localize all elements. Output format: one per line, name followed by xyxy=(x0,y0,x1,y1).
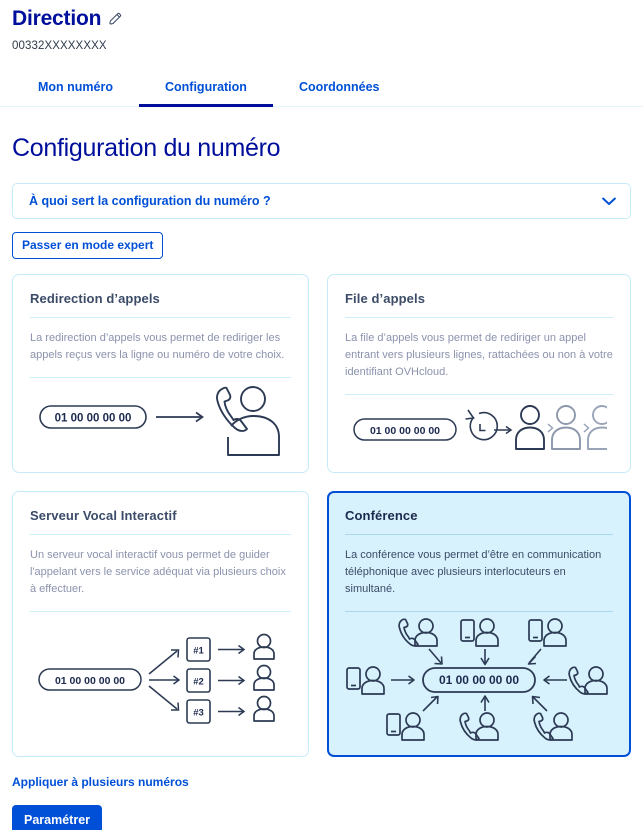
card-description: La redirection d’appels vous permet de r… xyxy=(30,332,285,362)
parametrer-button[interactable]: Paramétrer xyxy=(12,805,103,830)
ivr-option-label: #2 xyxy=(193,676,204,687)
card-redirection-appels[interactable]: Redirection d’appels La redirection d’ap… xyxy=(12,274,309,474)
card-file-appels[interactable]: File d’appels La file d’appels vous perm… xyxy=(327,274,631,474)
chevron-down-icon[interactable] xyxy=(602,197,616,206)
card-description: La file d’appels vous permet de redirige… xyxy=(345,332,613,379)
phone-pill-label: 01 00 00 00 00 xyxy=(369,425,439,437)
divider xyxy=(30,317,291,319)
apply-multiple-numbers-link[interactable]: Appliquer à plusieurs numéros xyxy=(12,775,189,790)
phone-pill-label: 01 00 00 00 00 xyxy=(54,675,124,687)
title-row: Direction xyxy=(12,6,631,31)
card-title: Serveur Vocal Interactif xyxy=(30,508,177,524)
divider xyxy=(30,611,291,613)
card-title: File d’appels xyxy=(345,291,426,307)
accordion-label: À quoi sert la configuration du numéro ? xyxy=(29,194,271,209)
card-title: Conférence xyxy=(345,508,418,524)
ivr-diagram: 01 00 00 00 00 # xyxy=(30,612,291,744)
ivr-option-label: #1 xyxy=(193,645,204,656)
footer-actions: Paramétrer xyxy=(0,791,643,830)
feature-card-grid: Redirection d’appels La redirection d’ap… xyxy=(12,274,631,758)
divider xyxy=(345,534,613,536)
divider xyxy=(30,377,291,379)
card-serveur-vocal-interactif[interactable]: Serveur Vocal Interactif Un serveur voca… xyxy=(12,491,309,758)
ivr-option-label: #3 xyxy=(193,707,204,718)
section-title: Configuration du numéro xyxy=(12,134,281,163)
card-conference[interactable]: Conférence La conférence vous permet d’ê… xyxy=(327,491,631,758)
card-title: Redirection d’appels xyxy=(30,291,160,307)
tab-configuration[interactable]: Configuration xyxy=(139,74,273,108)
card-description: La conférence vous permet d’être en comm… xyxy=(345,549,602,596)
expert-mode-button[interactable]: Passer en mode expert xyxy=(12,232,164,260)
divider xyxy=(30,534,291,536)
call-forward-diagram: 01 00 00 00 00 xyxy=(30,378,291,460)
phone-pill-label: 01 00 00 00 00 xyxy=(439,673,519,687)
tab-mon-numero[interactable]: Mon numéro xyxy=(38,80,113,95)
conference-diagram: 01 00 00 00 00 xyxy=(345,612,613,744)
phone-pill-label: 01 00 00 00 00 xyxy=(54,413,131,425)
divider xyxy=(345,317,613,319)
divider xyxy=(345,611,613,613)
main-content: Configuration du numéro À quoi sert la c… xyxy=(0,134,643,758)
card-description: Un serveur vocal interactif vous permet … xyxy=(30,549,286,596)
phone-number-label: 00332XXXXXXXX xyxy=(12,40,107,53)
page-title: Direction xyxy=(12,7,102,30)
call-queue-diagram: 01 00 00 00 00 xyxy=(345,395,613,460)
page-header: Direction 00332XXXXXXXX xyxy=(0,0,643,52)
tab-bar: Mon numéro Configuration Coordonnées xyxy=(0,74,643,108)
info-accordion[interactable]: À quoi sert la configuration du numéro ? xyxy=(12,183,631,220)
pencil-icon[interactable] xyxy=(108,11,123,26)
divider xyxy=(345,394,613,396)
tab-coordonnees[interactable]: Coordonnées xyxy=(298,80,380,95)
